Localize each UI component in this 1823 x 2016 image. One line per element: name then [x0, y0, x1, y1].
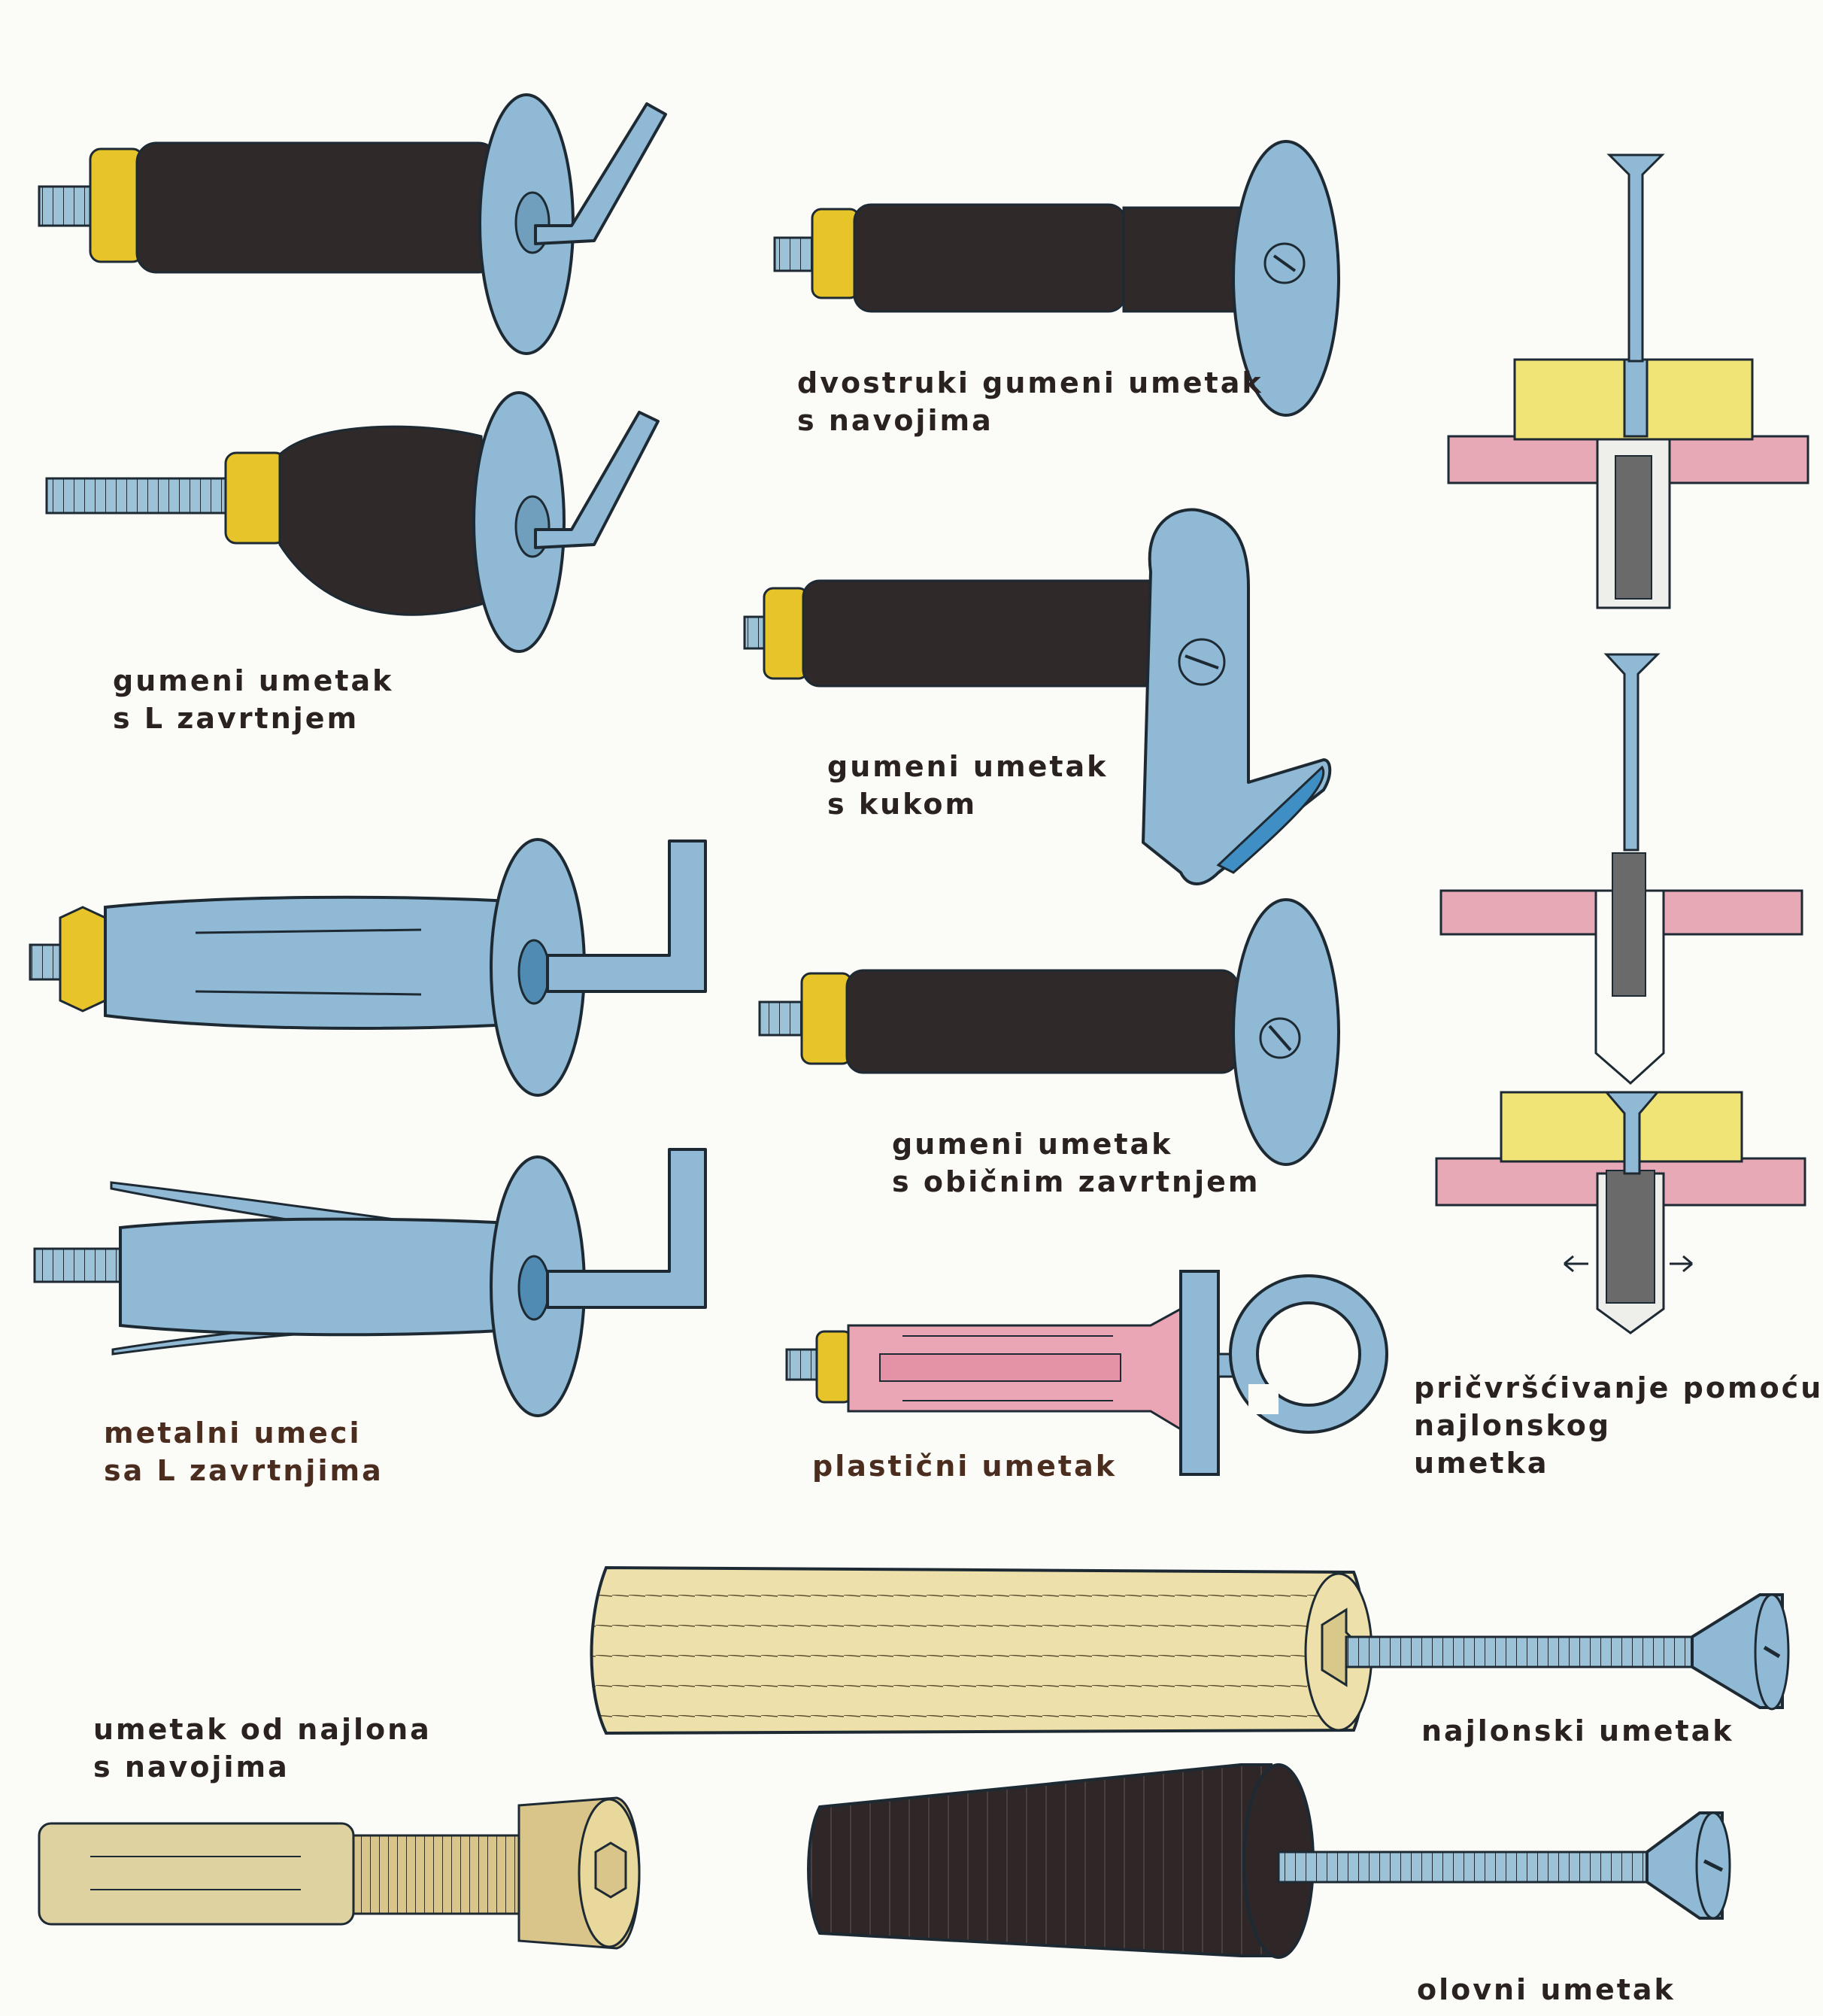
arrow-icon: [1564, 1255, 1588, 1273]
caption-double-rubber: dvostruki gumeni umetak s navojima: [797, 364, 1263, 439]
caption-line: umetka: [1414, 1447, 1549, 1480]
caption-plastic: plastični umetak: [812, 1447, 1117, 1485]
lead-plug-icon: [807, 1763, 1315, 1959]
caption-line: umetak od najlona: [93, 1713, 432, 1746]
caption-line: s kukom: [827, 788, 978, 821]
l-bolt-icon: [534, 411, 660, 549]
wall-section-icon: [1439, 852, 1803, 1085]
caption-line: najlonski umetak: [1421, 1714, 1734, 1747]
socket-screw-icon: [517, 1796, 641, 1950]
caption-nylon-fastening: pričvršćivanje pomoću najlonskog umetka: [1414, 1369, 1823, 1482]
metal-anchor-icon: [33, 1155, 586, 1417]
caption-rubber-hook: gumeni umetak s kukom: [827, 748, 1108, 823]
eye-hook-icon: [1217, 1274, 1388, 1434]
caption-nylon-threaded: umetak od najlona s navojima: [93, 1711, 432, 1786]
wood-screw-icon: [1345, 1593, 1790, 1711]
wood-screw-icon: [1277, 1811, 1731, 1920]
caption-nylon-plug: najlonski umetak: [1421, 1712, 1734, 1750]
rubber-anchor-icon: [758, 898, 1340, 1166]
caption-line: s navojima: [797, 404, 993, 437]
nylon-threaded-anchor-icon: [38, 1822, 520, 1926]
caption-line: sa L zavrtnjima: [104, 1454, 384, 1487]
l-bolt-icon: [546, 839, 707, 993]
screw-icon: [1603, 653, 1661, 852]
rubber-anchor-icon: [773, 140, 1340, 417]
caption-line: gumeni umetak: [827, 750, 1109, 783]
nylon-plug-icon: [590, 1565, 1373, 1735]
rubber-anchor-icon: [38, 93, 575, 355]
caption-lead-plug: olovni umetak: [1417, 1971, 1676, 2008]
l-bolt-icon: [546, 1148, 707, 1309]
caption-line: s navojima: [93, 1750, 290, 1784]
caption-line: najlonskog: [1414, 1409, 1612, 1442]
arrow-icon: [1670, 1255, 1693, 1273]
caption-rubber-l-bolt: gumeni umetak s L zavrtnjem: [113, 662, 393, 737]
caption-line: metalni umeci: [104, 1416, 362, 1450]
caption-rubber-plain-screw: gumeni umetak s običnim zavrtnjem: [892, 1125, 1260, 1201]
caption-line: pričvršćivanje pomoću: [1414, 1371, 1823, 1404]
rubber-anchor-icon: [743, 579, 1166, 688]
caption-line: plastični umetak: [812, 1450, 1118, 1483]
metal-anchor-icon: [29, 838, 586, 1097]
wall-section-icon: [1447, 358, 1809, 609]
screw-icon: [1606, 153, 1665, 363]
l-bolt-icon: [534, 102, 667, 245]
caption-line: olovni umetak: [1417, 1973, 1676, 2006]
caption-line: s L zavrtnjem: [113, 702, 359, 735]
caption-line: dvostruki gumeni umetak: [797, 366, 1263, 399]
caption-metal-l-bolts: metalni umeci sa L zavrtnjima: [104, 1414, 384, 1489]
rubber-anchor-icon: [45, 391, 566, 653]
caption-line: gumeni umetak: [113, 664, 394, 697]
plastic-anchor-icon: [785, 1270, 1220, 1476]
wall-section-icon: [1435, 1091, 1806, 1334]
caption-line: gumeni umetak: [892, 1128, 1173, 1161]
caption-line: s običnim zavrtnjem: [892, 1165, 1260, 1198]
hook-plate-icon: [1142, 508, 1332, 885]
